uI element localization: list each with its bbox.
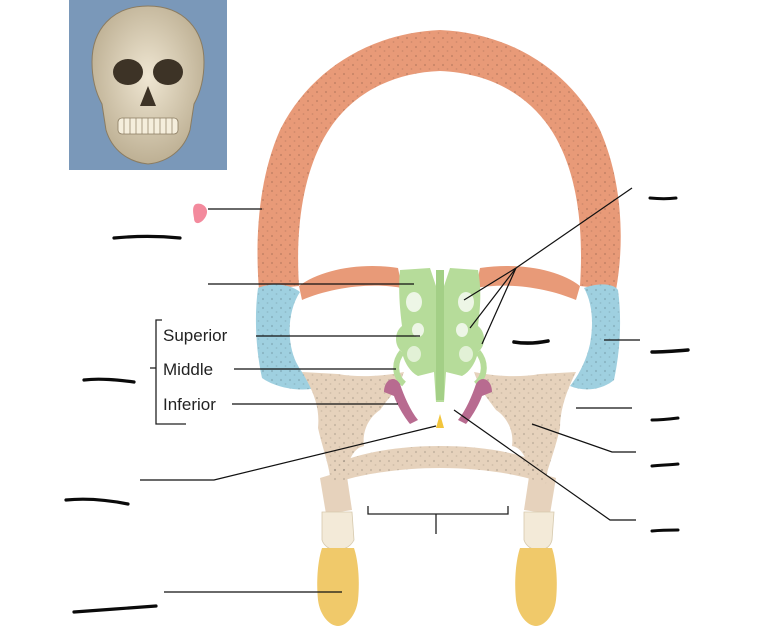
superior-label: Superior xyxy=(163,327,227,344)
answer-mark-4 xyxy=(74,606,156,612)
answer-mark-5 xyxy=(650,198,676,199)
answer-mark-6 xyxy=(514,341,548,343)
vomer-spot xyxy=(436,414,444,428)
pink-mark xyxy=(193,204,207,223)
answer-mark-9 xyxy=(652,464,678,466)
ethmoid-bone xyxy=(396,268,484,402)
inferior-label: Inferior xyxy=(163,396,216,413)
frontal-bone xyxy=(257,30,620,300)
answer-mark-7 xyxy=(652,350,688,352)
middle-label: Middle xyxy=(163,361,213,378)
answer-mark-2 xyxy=(84,379,134,382)
answer-mark-8 xyxy=(652,418,678,420)
answer-mark-1 xyxy=(114,237,180,239)
palate-bracket xyxy=(368,506,508,534)
teeth xyxy=(317,512,557,626)
answer-mark-10 xyxy=(652,530,678,531)
skull-thumbnail xyxy=(69,0,227,170)
answer-mark-3 xyxy=(66,499,128,504)
